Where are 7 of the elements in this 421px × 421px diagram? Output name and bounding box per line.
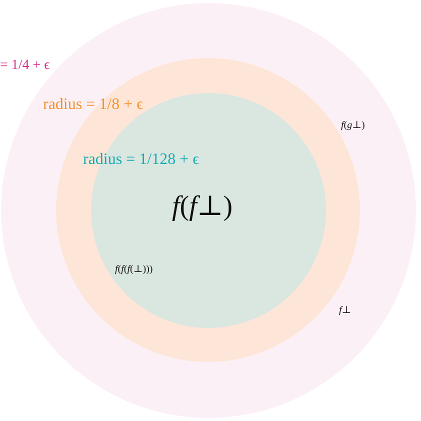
radius-label: radius = 1/128 + ϵ xyxy=(83,151,200,169)
expression-label: f(g⊥) xyxy=(341,120,365,131)
expression-label: f⊥ xyxy=(339,305,352,316)
expression-label: f(f⊥) xyxy=(172,192,233,223)
expression-label: f(f(f(⊥))) xyxy=(115,264,153,275)
radius-label: radius = 1/8 + ϵ xyxy=(43,96,144,114)
radius-label: = 1/4 + ϵ xyxy=(0,58,50,74)
